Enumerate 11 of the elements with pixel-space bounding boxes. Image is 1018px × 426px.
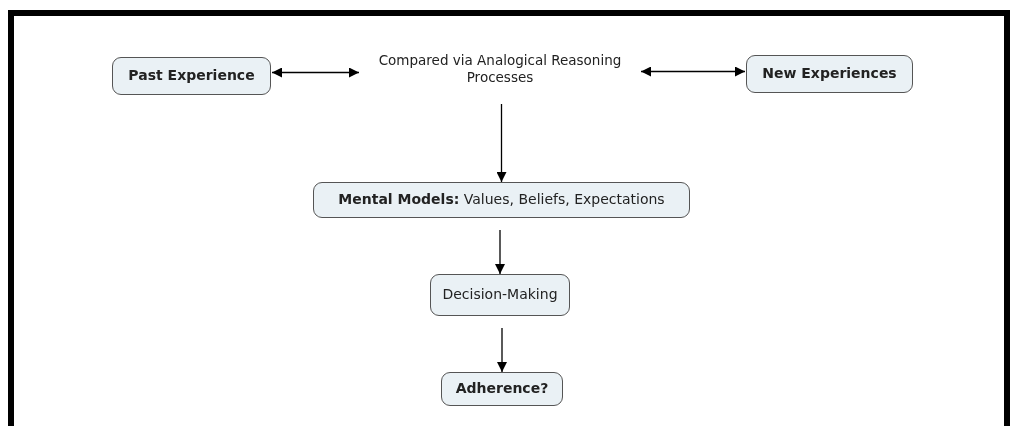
arrow	[497, 327, 507, 373]
edge-label-text: Compared via Analogical Reasoning Processes	[377, 52, 623, 86]
concept-box: Decision-Making	[430, 274, 570, 316]
concept-box: New Experiences	[746, 55, 913, 93]
arrow	[496, 103, 507, 183]
concept-box: Adherence?	[441, 372, 563, 406]
arrow	[271, 67, 360, 78]
concept-box: Mental Models: Values, Beliefs, Expectations	[313, 182, 690, 218]
concept-box: Past Experience	[112, 57, 271, 95]
arrow	[495, 229, 505, 275]
arrow	[640, 66, 746, 77]
